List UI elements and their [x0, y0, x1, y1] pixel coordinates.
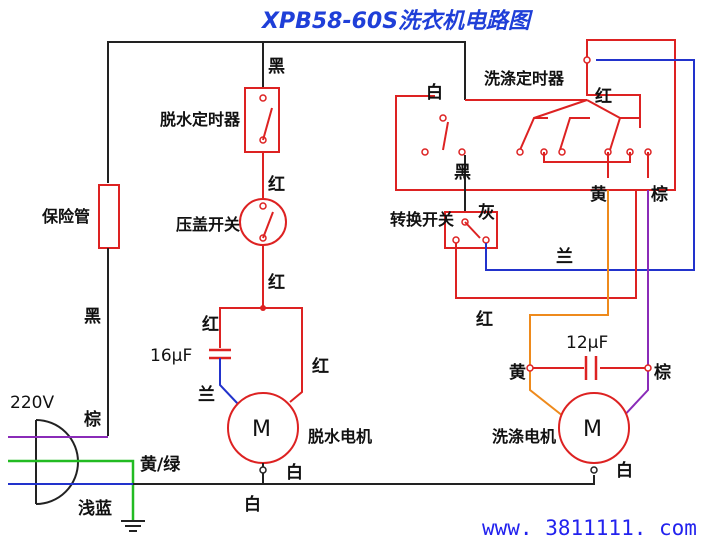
wash-timer-right-wire [586, 60, 641, 128]
wash-neutral-junction [590, 466, 598, 474]
wash-timer-brown-label: 棕 [651, 184, 668, 205]
sel-contact-3 [482, 236, 490, 244]
fuse [98, 184, 120, 249]
lid-out-label: 红 [268, 272, 285, 293]
spin-timer-blade [262, 107, 273, 141]
wash-cap-right-label: 棕 [654, 362, 671, 383]
wash-cap-right-node [644, 364, 652, 372]
fuse-label: 保险管 [41, 207, 90, 226]
wash-contact-1 [439, 114, 447, 122]
selector-red-label: 红 [476, 309, 493, 330]
lid-blade [262, 211, 274, 239]
wash-motor [558, 392, 630, 464]
spin-timer-in-label: 黑 [268, 57, 285, 77]
selector-red-wire [455, 190, 637, 299]
top-bus-wire [107, 41, 466, 183]
spin-neutral-junction [259, 466, 267, 474]
reverse-link-1 [533, 99, 588, 119]
wash-timer-right-label: 红 [595, 86, 612, 107]
spin-timer-out-label: 红 [268, 174, 285, 195]
wash-contact-2 [421, 148, 429, 156]
wash-motor-symbol: M [583, 417, 602, 442]
wash-blade-1 [442, 121, 449, 151]
neutral-bus [133, 475, 595, 485]
live-wire-label: 棕 [84, 409, 101, 430]
wash-timer-yellow-label: 黄 [590, 184, 607, 205]
selector-blue-wire [485, 59, 695, 271]
wash-timer-left-label: 白 [426, 82, 443, 103]
bottom-common-label: 白 [244, 494, 261, 515]
yellow-wire [529, 190, 609, 421]
spin-motor-right-label: 红 [312, 356, 329, 377]
spin-timer-label: 脱水定时器 [160, 110, 241, 129]
spin-capacitor-label: 16μF [150, 346, 192, 366]
reverse-contact-c [609, 117, 640, 151]
brown-wire [619, 190, 649, 421]
cap-bottom-label: 兰 [198, 384, 215, 405]
lid-contact-top [259, 202, 267, 210]
selector-switch-label: 转换开关 [390, 210, 454, 229]
wash-motor-label: 洗涤电机 [492, 427, 556, 446]
neutral-wire-label: 浅蓝 [78, 498, 112, 519]
spin-timer-contact-top [259, 94, 267, 102]
reverse-contact-a [519, 117, 548, 151]
spin-cap-bottom-wire [219, 358, 239, 405]
spin-cap-top-wire [219, 307, 263, 348]
selector-blue-label: 兰 [556, 246, 573, 267]
wash-timer-label: 洗涤定时器 [484, 69, 565, 88]
spin-motor-right-wire [263, 307, 303, 403]
voltage-label: 220V [10, 393, 54, 413]
sel-blade [464, 221, 481, 239]
watermark: www. 3811111. com [482, 516, 697, 540]
fuse-wire-label: 黑 [84, 307, 101, 327]
rc-3 [558, 148, 566, 156]
spin-motor-symbol: M [252, 417, 271, 442]
selector-gray-label: 灰 [478, 202, 495, 223]
rc-1 [516, 148, 524, 156]
lid-switch-label: 压盖开关 [176, 215, 240, 234]
wash-cap-left-node [526, 364, 534, 372]
reverse-contact-b [559, 117, 590, 151]
spin-motor-label: 脱水电机 [308, 427, 372, 446]
cap-top-label: 红 [202, 314, 219, 335]
sel-contact-1 [452, 236, 460, 244]
ground-wire [8, 459, 135, 520]
wash-contact-3 [458, 148, 466, 156]
wash-cap-left-label: 黄 [509, 362, 526, 383]
wash-timer-top-junction [583, 56, 591, 64]
reverse-link-2 [586, 99, 621, 119]
diagram-title: XPB58-60S洗衣机电路图 [260, 8, 534, 34]
ground-wire-label: 黄/绿 [140, 454, 181, 475]
wash-capacitor-label: 12μF [566, 333, 608, 353]
wash-motor-bottom-label: 白 [616, 460, 633, 481]
spin-motor-bottom-label: 白 [286, 462, 303, 483]
reverse-bus [543, 152, 631, 163]
wash-timer-left-wire [395, 39, 676, 191]
selector-black-label: 黑 [454, 163, 471, 183]
